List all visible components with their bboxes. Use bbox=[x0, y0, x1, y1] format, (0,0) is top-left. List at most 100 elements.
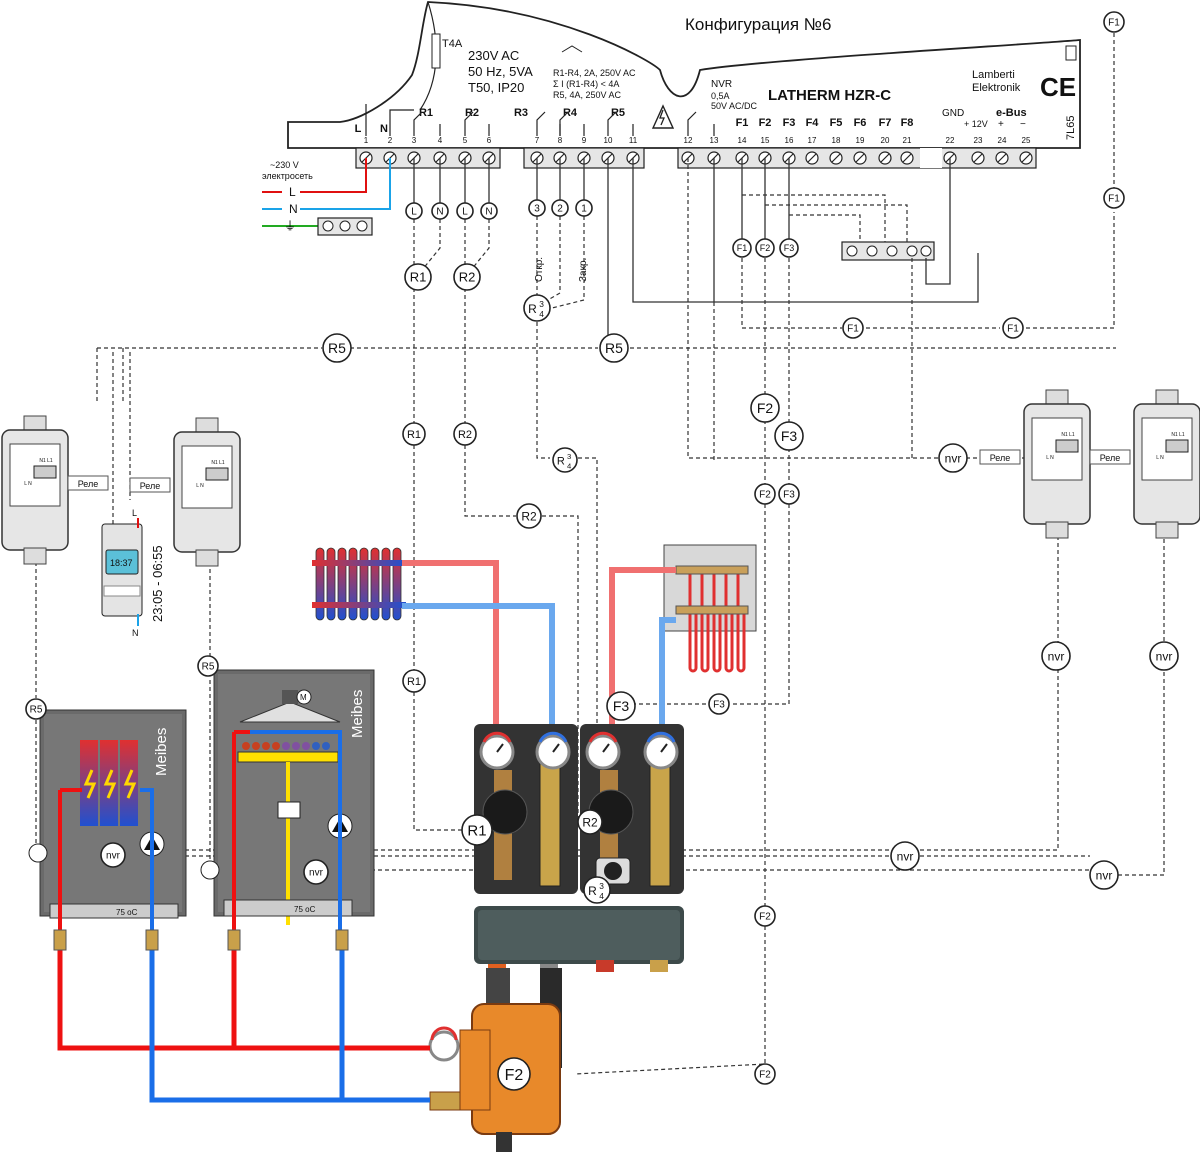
label-F3-text: F3 bbox=[713, 700, 725, 711]
label-R1-text: R1 bbox=[467, 822, 486, 839]
sensor-input-label: F1 bbox=[736, 117, 749, 129]
valve-term-2: 2 bbox=[551, 199, 569, 217]
fuse-label: T4A bbox=[442, 38, 463, 50]
relay-box-ln: L N bbox=[1156, 455, 1164, 461]
pump-station bbox=[474, 724, 684, 980]
sensor-input-label: F2 bbox=[759, 117, 772, 129]
open-label: Откр. bbox=[534, 257, 545, 282]
terminal-number: 21 bbox=[903, 136, 912, 145]
hydraulic-separator bbox=[428, 968, 562, 1152]
label-nvr: nvr bbox=[890, 841, 920, 871]
terminal-number: 16 bbox=[785, 136, 794, 145]
relay-box-terminals: N1 L1 bbox=[1061, 432, 1075, 438]
label-R2-text: R2 bbox=[521, 509, 537, 523]
electric-boiler-brand: Meibes bbox=[153, 728, 170, 776]
gas-boiler: Meibes M 75 oC bbox=[213, 669, 375, 925]
relay-box-terminals: N1 L1 bbox=[1171, 432, 1185, 438]
term-N: N bbox=[480, 202, 498, 220]
terminal-number: 23 bbox=[974, 136, 983, 145]
terminal-number: 7 bbox=[535, 136, 540, 145]
electric-boiler-temp: 75 oC bbox=[116, 908, 138, 917]
valve-term-1: 1 bbox=[575, 199, 593, 217]
label-nvr-text: nvr bbox=[1048, 649, 1065, 663]
terminal-number: 14 bbox=[738, 136, 747, 145]
label-F3: F3 bbox=[606, 691, 636, 721]
term-N: N bbox=[431, 202, 449, 220]
relay-group-label: R4 bbox=[563, 107, 578, 119]
ce-mark: CE bbox=[1040, 72, 1076, 102]
label-F2-text: F2 bbox=[759, 912, 771, 923]
relay-group-label: R1 bbox=[419, 107, 433, 119]
label-F3: F3 bbox=[778, 483, 800, 505]
term-L-text: L bbox=[462, 207, 468, 218]
mains-L: L bbox=[289, 185, 296, 199]
label-nvr-text: nvr bbox=[1096, 868, 1113, 882]
label-R2-text: R2 bbox=[459, 270, 476, 285]
label-R1-text: R1 bbox=[407, 676, 421, 688]
label-R34-R: R bbox=[588, 884, 597, 898]
label-nvr: nvr bbox=[938, 443, 968, 473]
ebus-minus: − bbox=[1020, 119, 1026, 130]
label-R34-bot: 4 bbox=[567, 461, 572, 470]
timer-schedule: 23:05 - 06:55 bbox=[150, 545, 165, 622]
label-nvr: nvr bbox=[1041, 641, 1071, 671]
mains-label-1: ~230 V bbox=[270, 160, 299, 170]
term-N-text: N bbox=[485, 207, 492, 218]
terminal-number: 18 bbox=[832, 136, 841, 145]
mains-supply: ~230 V электросеть L N ⏚ bbox=[262, 158, 391, 236]
relay-tag: Реле bbox=[140, 481, 161, 491]
label-R34-R: R bbox=[557, 455, 565, 467]
label-R5: R5 bbox=[197, 655, 219, 677]
label-R5: R5 bbox=[599, 333, 629, 363]
sensor-input-label: F3 bbox=[783, 117, 796, 129]
gnd-label: GND bbox=[942, 108, 964, 119]
electric-boiler: Meibes 75 oC bbox=[39, 709, 187, 919]
label-F2-text: F2 bbox=[760, 243, 771, 253]
label-F3-text: F3 bbox=[613, 698, 630, 714]
sensor-icon-left bbox=[28, 843, 48, 863]
terminal-number: 25 bbox=[1022, 136, 1031, 145]
label-F1-text: F1 bbox=[847, 324, 859, 335]
valve-term-2-text: 2 bbox=[557, 204, 563, 215]
relay-box-ln: L N bbox=[1046, 455, 1054, 461]
boiler-pipes bbox=[53, 730, 430, 1103]
label-F1: F1 bbox=[842, 317, 864, 339]
term-L: L bbox=[405, 202, 423, 220]
label-R1: R1 bbox=[404, 263, 432, 291]
mains-N: N bbox=[289, 202, 298, 216]
terminal-number: 9 bbox=[582, 136, 587, 145]
label-F3-text: F3 bbox=[783, 490, 795, 501]
term-L-text: L bbox=[411, 207, 417, 218]
sensor-input-label: F6 bbox=[854, 117, 867, 129]
relay-group-label: R3 bbox=[514, 107, 528, 119]
label-R5: R5 bbox=[322, 333, 352, 363]
label-R5: R5 bbox=[25, 698, 47, 720]
spec-line-3: T50, IP20 bbox=[468, 80, 524, 95]
relay-group-label: R5 bbox=[611, 107, 625, 119]
underfloor-manifold bbox=[609, 544, 757, 730]
spec-line-1: 230V AC bbox=[468, 48, 519, 63]
label-R1-text: R1 bbox=[407, 429, 421, 441]
label-F3-text: F3 bbox=[781, 428, 798, 444]
relay-group-label: L bbox=[355, 123, 362, 135]
valve-term-1-text: 1 bbox=[581, 204, 587, 215]
terminal-number: 10 bbox=[604, 136, 613, 145]
label-F2: F2 bbox=[754, 1063, 776, 1085]
plus12-label: + 12V bbox=[964, 119, 988, 129]
sensor-input-label: F8 bbox=[901, 117, 914, 129]
controller-housing: T4A 230V AC 50 Hz, 5VA T50, IP20 R1-R4, … bbox=[287, 1, 1081, 149]
radiator bbox=[312, 547, 555, 730]
label-F1: F1 bbox=[1103, 187, 1125, 209]
relay-rating-3: R5, 4A, 250V AC bbox=[553, 90, 622, 100]
controller-model: LATHERM HZR-C bbox=[768, 87, 891, 104]
relay-box-terminals: N1 L1 bbox=[211, 460, 225, 466]
label-R1-text: R1 bbox=[410, 270, 427, 285]
label-F1: F1 bbox=[732, 238, 752, 258]
relay-rating-2: Σ I (R1-R4) < 4A bbox=[553, 79, 619, 89]
nvr-rating-2: 0,5A bbox=[711, 91, 730, 101]
label-F1-text: F1 bbox=[1108, 194, 1120, 205]
